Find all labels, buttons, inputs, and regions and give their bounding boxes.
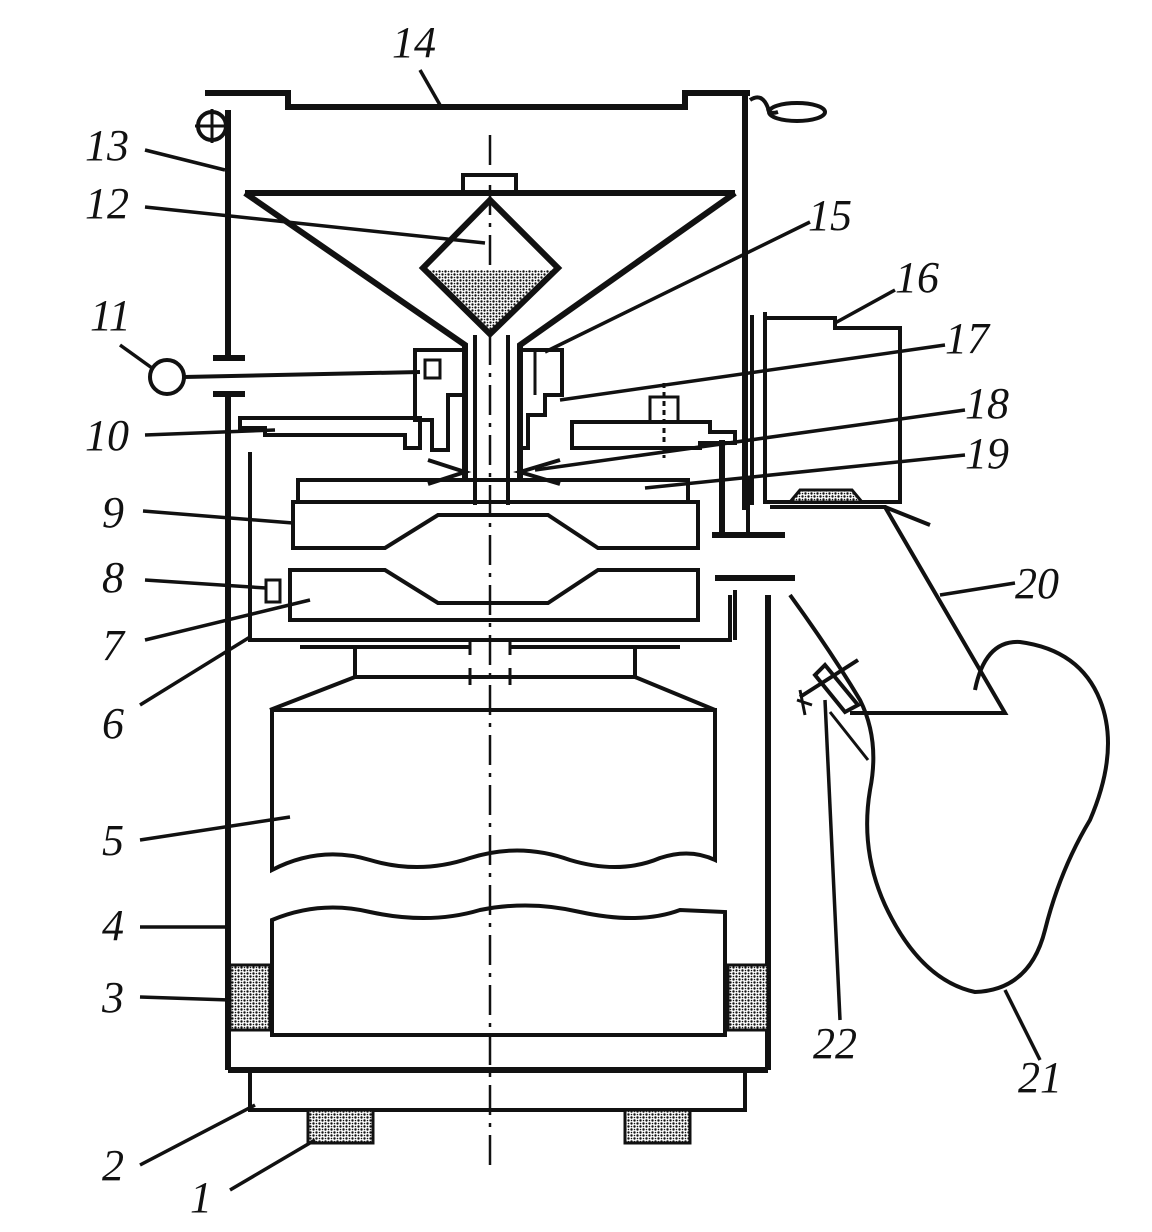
leader-18: [534, 408, 966, 472]
bag-clamp-strap: [828, 711, 870, 761]
motor-top: [269, 675, 716, 712]
callout-2: 2: [102, 1141, 124, 1190]
leader-19: [644, 453, 966, 490]
upper-millstone: [291, 500, 700, 550]
motor-upper-body: [270, 708, 717, 874]
hopper-left-wall: [243, 190, 468, 480]
callout-15: 15: [808, 191, 852, 240]
callout-11: 11: [90, 291, 131, 340]
lid-handle-hook: [748, 95, 779, 115]
adjustment-bolt: [648, 395, 680, 424]
discharge-chute: [770, 505, 1009, 715]
callout-17: 17: [945, 314, 991, 363]
control-box: [763, 312, 902, 504]
left-rubber-mount: [228, 963, 272, 1032]
leader-3: [139, 995, 231, 1002]
bag-clamp: [812, 662, 862, 715]
callout-19: 19: [965, 429, 1009, 478]
leader-22: [823, 699, 842, 1021]
base-plate: [248, 1072, 747, 1112]
leader-8: [144, 578, 267, 590]
leader-13: [144, 148, 226, 172]
bag-clamp-arrow: [796, 689, 813, 716]
callout-7: 7: [102, 621, 126, 670]
left-fitting-slot: [423, 358, 442, 380]
upper-plate: [296, 478, 690, 504]
leader-20: [939, 581, 1016, 597]
callout-6: 6: [102, 699, 124, 748]
callout-16: 16: [895, 253, 939, 302]
leader-17: [559, 343, 946, 402]
leader-7: [144, 598, 311, 642]
right-foot: [623, 1108, 692, 1145]
chute-lip: [884, 505, 931, 527]
leader-16: [834, 288, 896, 325]
leader-10: [144, 428, 276, 437]
leader-2: [139, 1103, 256, 1167]
callout-9: 9: [102, 488, 124, 537]
left-cover-plate: [238, 416, 422, 450]
leader-9: [142, 509, 294, 525]
leader-14: [418, 69, 442, 106]
callout-14: 14: [392, 18, 436, 67]
leader-11: [118, 343, 154, 370]
lever-rod: [183, 370, 421, 379]
callout-1: 1: [190, 1173, 212, 1222]
right-fitting: [518, 348, 564, 450]
callout-4: 4: [102, 901, 124, 950]
top-lid: [205, 90, 750, 110]
right-rubber-mount: [726, 963, 770, 1032]
leader-21: [1003, 989, 1042, 1061]
motor-lower-body: [270, 903, 727, 1037]
leader-1: [229, 1138, 316, 1192]
callout-18: 18: [965, 379, 1009, 428]
callout-10: 10: [85, 411, 129, 460]
callout-21: 21: [1018, 1053, 1062, 1102]
leader-12: [144, 205, 486, 245]
lever-knob: [148, 358, 186, 396]
feed-cone-fill: [423, 270, 558, 334]
hopper-right-wall: [517, 190, 737, 480]
collection-bag: [788, 593, 1110, 995]
leader-5: [139, 815, 291, 842]
left-foot: [306, 1108, 375, 1145]
callout-3: 3: [101, 973, 124, 1022]
feed-cone-cap: [461, 173, 518, 195]
switch-button: [786, 488, 866, 504]
stone-housing: [248, 452, 732, 642]
feed-cone: [418, 195, 563, 339]
bag-clamp-rod: [798, 658, 860, 699]
callout-8: 8: [102, 553, 124, 602]
clamp-bolt: [264, 578, 282, 604]
leader-6: [139, 635, 251, 707]
callout-12: 12: [85, 179, 129, 228]
lower-millstone: [288, 568, 700, 622]
callout-20: 20: [1015, 559, 1059, 608]
callout-5: 5: [102, 816, 124, 865]
callout-22: 22: [813, 1019, 857, 1068]
callout-13: 13: [85, 121, 129, 170]
leader-15: [544, 220, 811, 354]
